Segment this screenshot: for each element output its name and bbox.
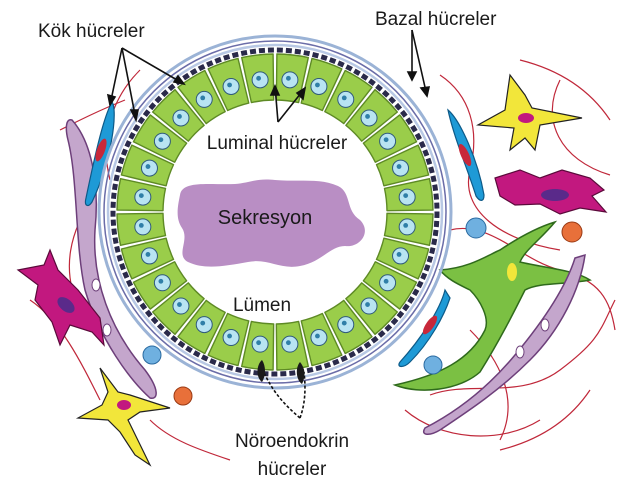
nucleolus <box>256 340 261 345</box>
mast-cell-dot <box>562 222 582 242</box>
dendritic-nucleus <box>518 113 534 123</box>
nucleolus <box>403 223 408 228</box>
fibroblast-nucleus <box>516 346 524 358</box>
nucleolus <box>177 302 182 307</box>
neuroendocrine-label-line2: hücreler <box>258 460 327 479</box>
nucleolus <box>342 321 347 326</box>
mast-cell-dot <box>174 387 192 405</box>
basal-cells-pointers <box>408 30 429 96</box>
nucleolus <box>200 321 205 326</box>
nucleolus <box>139 193 144 198</box>
nucleolus <box>286 76 291 81</box>
lymphocyte-dot <box>424 356 442 374</box>
neuron-nucleus <box>507 263 517 281</box>
nucleolus <box>365 302 370 307</box>
nucleolus <box>315 334 320 339</box>
basal-cells-label: Bazal hücreler <box>375 10 496 29</box>
nucleolus <box>384 279 389 284</box>
fibroblast-nucleus <box>103 324 111 336</box>
nucleolus <box>139 223 144 228</box>
nucleolus <box>315 83 320 88</box>
nucleolus <box>227 334 232 339</box>
nucleolus <box>256 76 261 81</box>
nucleolus <box>227 83 232 88</box>
lymphocyte-dot <box>466 218 486 238</box>
nucleolus <box>158 137 163 142</box>
nucleolus <box>200 95 205 100</box>
nucleolus <box>342 95 347 100</box>
macrophage-nucleus <box>541 189 569 201</box>
neuroendocrine-label-line1: Nöroendokrin <box>235 432 349 451</box>
nucleolus <box>146 252 151 257</box>
secretion-label: Sekresyon <box>218 208 313 228</box>
lumen-label: Lümen <box>233 296 291 315</box>
nucleolus <box>158 279 163 284</box>
fibroblast-nucleus <box>92 279 100 291</box>
stem-cells-label: Kök hücreler <box>38 22 145 41</box>
luminal-cells-label: Luminal hücreler <box>207 134 347 153</box>
fibroblast-nucleus <box>541 319 549 331</box>
nucleolus <box>177 114 182 119</box>
nucleolus <box>403 193 408 198</box>
nucleolus <box>365 114 370 119</box>
nucleolus <box>286 340 291 345</box>
nucleolus <box>397 164 402 169</box>
dendritic-nucleus <box>117 400 131 410</box>
nucleolus <box>397 252 402 257</box>
nucleolus <box>384 137 389 142</box>
lymphocyte-dot <box>143 346 161 364</box>
nucleolus <box>146 164 151 169</box>
dendritic-cell-top-right <box>478 75 582 150</box>
